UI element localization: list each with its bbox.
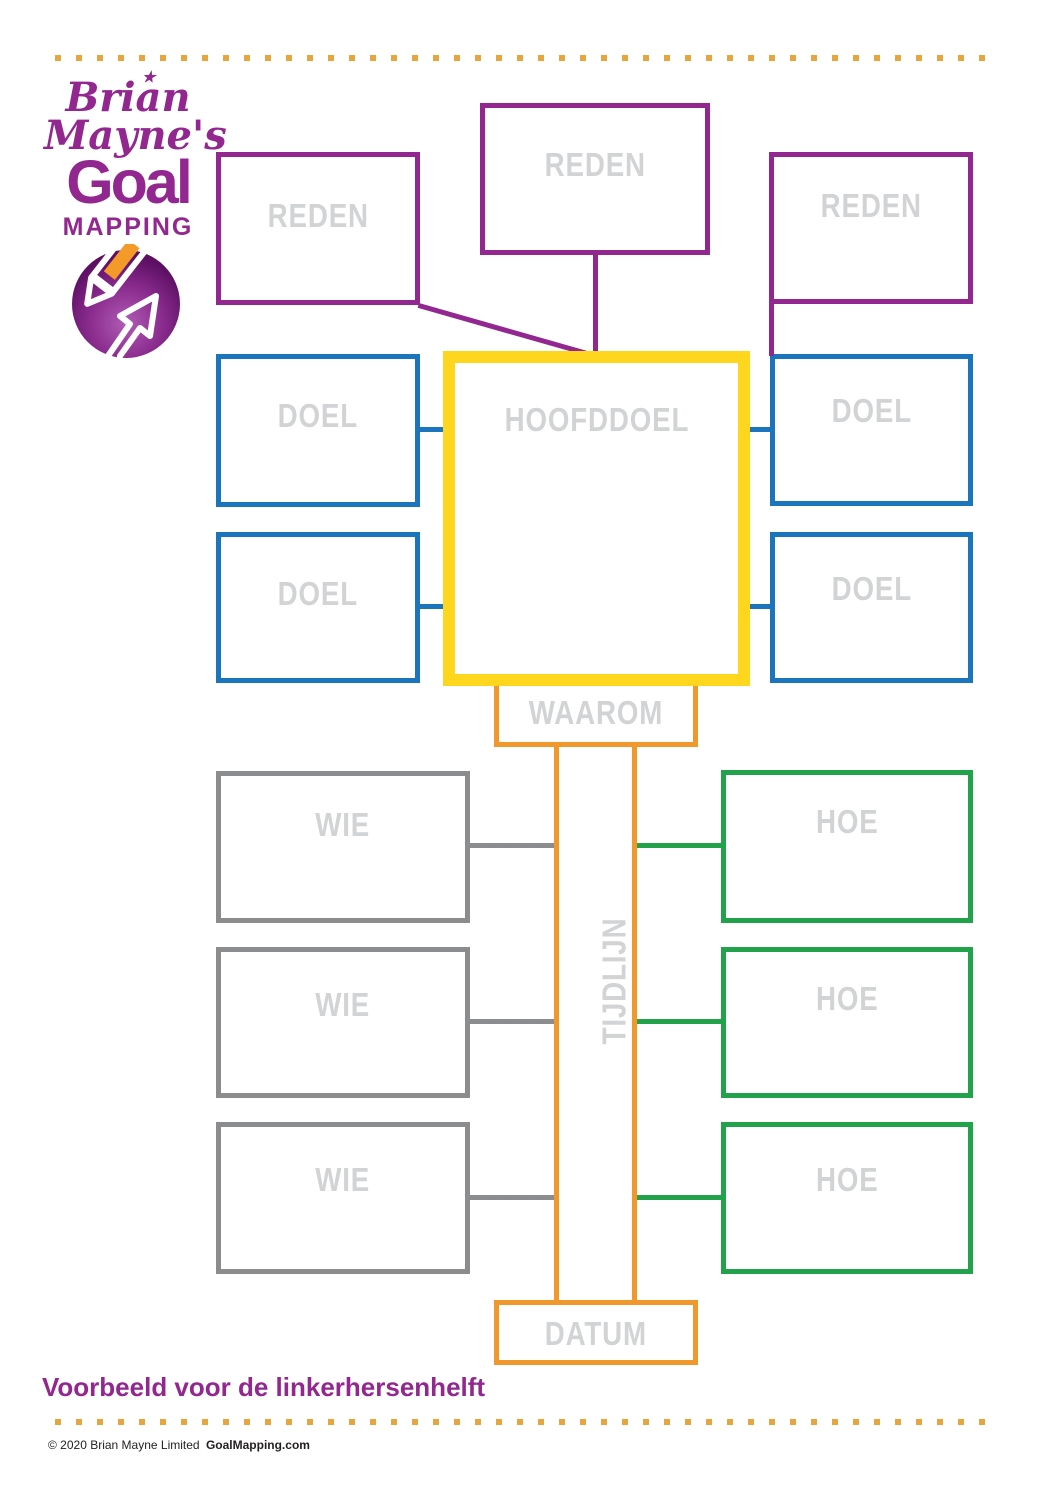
tijdlijn-column-label: TIJDLIJN — [538, 890, 654, 1110]
connector-doel-right-top — [748, 427, 772, 432]
connector-wie-3 — [470, 1195, 557, 1200]
doel-label: DOEL — [277, 397, 359, 434]
logo-brian-text: Brian ★ — [44, 70, 212, 118]
wie-label: WIE — [315, 806, 371, 843]
doel-label: DOEL — [831, 392, 912, 429]
connector-reden-left-to-hoofddoel — [417, 303, 589, 357]
logo-brian-word: Brian — [65, 74, 191, 121]
doel-box-left-top: DOEL — [216, 354, 420, 507]
doel-box-left-bottom: DOEL — [216, 532, 420, 683]
star-icon: ★ — [142, 68, 156, 86]
reden-box-center: REDEN — [480, 103, 710, 255]
reden-label: REDEN — [544, 146, 646, 183]
logo-mapping-text: MAPPING — [62, 213, 194, 241]
doel-label: DOEL — [277, 575, 359, 612]
tijdlijn-line-left — [554, 747, 559, 1300]
dotted-divider-bottom — [55, 1419, 985, 1425]
doel-box-right-top: DOEL — [770, 354, 973, 506]
connector-wie-2 — [470, 1019, 557, 1024]
connector-reden-center-to-hoofddoel — [593, 255, 598, 353]
logo-maynes-text: Mayne's — [44, 112, 227, 159]
page-title: Voorbeeld voor de linkerhersenhelft — [42, 1372, 486, 1402]
pencil-arrow-globe-icon — [72, 244, 180, 359]
doel-label: DOEL — [831, 570, 912, 607]
hoe-label: HOE — [815, 980, 879, 1017]
wie-box-3: WIE — [216, 1122, 470, 1274]
connector-doel-left-top — [419, 427, 445, 432]
hoe-box-3: HOE — [721, 1122, 973, 1274]
copyright-line: © 2020 Brian Mayne Limited GoalMapping.c… — [48, 1438, 310, 1452]
wie-box-2: WIE — [216, 947, 470, 1098]
doel-box-right-bottom: DOEL — [770, 532, 973, 683]
copyright-text: © 2020 Brian Mayne Limited — [48, 1438, 200, 1452]
waarom-box: WAAROM — [494, 686, 698, 747]
connector-wie-1 — [470, 843, 557, 848]
connector-doel-right-bottom — [748, 604, 772, 609]
wie-label: WIE — [315, 1161, 371, 1198]
connector-hoe-2 — [636, 1019, 722, 1024]
goalmapping-brand-text: GoalMapping.com — [205, 1438, 310, 1452]
datum-box: DATUM — [494, 1300, 698, 1365]
tijdlijn-line-right — [632, 747, 637, 1300]
waarom-label: WAAROM — [528, 694, 664, 731]
connector-doel-left-bottom — [419, 604, 445, 609]
wie-box-1: WIE — [216, 771, 470, 923]
dotted-divider-top — [55, 55, 985, 61]
brand-logo: Brian ★ Mayne's Goal MAPPING — [44, 70, 227, 360]
connector-hoe-1 — [636, 843, 722, 848]
reden-label: REDEN — [820, 187, 922, 224]
hoe-box-2: HOE — [721, 947, 973, 1098]
tijdlijn-label: TIJDLIJN — [596, 917, 633, 1045]
hoofddoel-label: HOOFDDOEL — [504, 401, 689, 438]
reden-box-right: REDEN — [769, 152, 973, 304]
hoofddoel-box: HOOFDDOEL — [443, 351, 750, 686]
wie-label: WIE — [315, 986, 371, 1023]
connector-reden-right-to-doel — [769, 304, 774, 356]
reden-label: REDEN — [267, 197, 369, 234]
logo-goal-text: Goal — [66, 148, 193, 216]
datum-label: DATUM — [544, 1315, 648, 1352]
reden-box-left: REDEN — [216, 152, 420, 305]
hoe-box-1: HOE — [721, 770, 973, 923]
connector-hoe-3 — [636, 1195, 722, 1200]
hoe-label: HOE — [815, 1161, 879, 1198]
hoe-label: HOE — [815, 803, 879, 840]
